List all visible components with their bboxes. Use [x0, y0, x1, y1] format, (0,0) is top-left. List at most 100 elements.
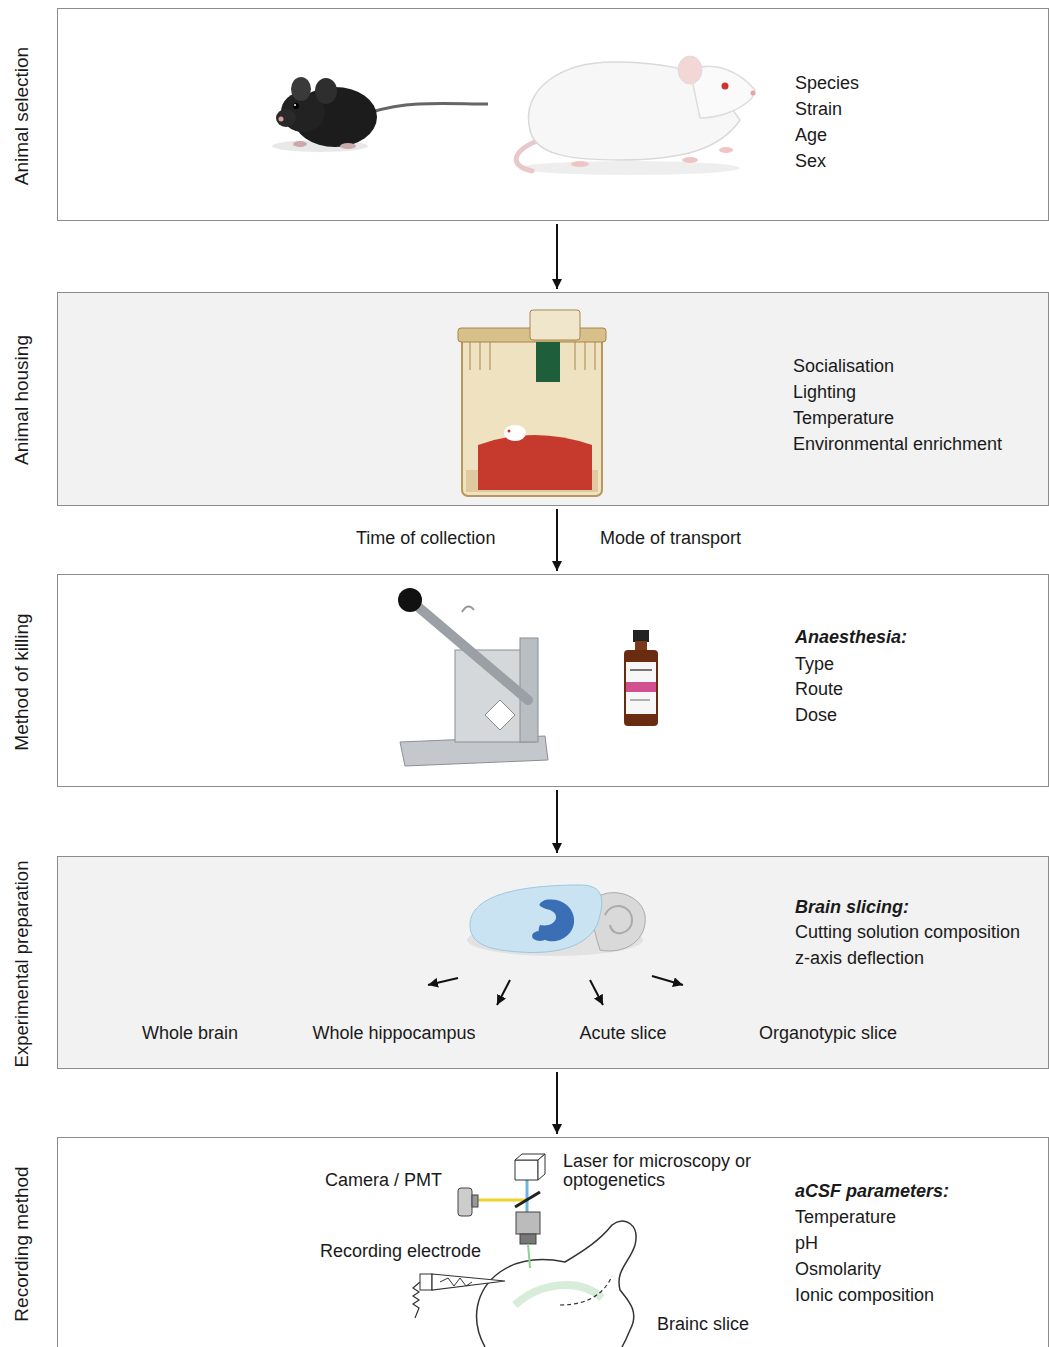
recording-illustration	[515, 1160, 538, 1180]
brain-illustration	[467, 885, 645, 956]
cage-illustration	[462, 334, 602, 496]
anaesthetic-bottle	[630, 699, 650, 701]
preparation-arrows	[428, 976, 683, 1005]
mouse-illustration	[293, 103, 299, 109]
cage-illustration	[536, 342, 560, 382]
mouse-illustration	[291, 77, 311, 101]
transition-note: Time of collection	[356, 529, 495, 548]
mouse-illustration	[276, 109, 296, 127]
anaesthetic-bottle	[630, 669, 652, 671]
rat-illustration	[516, 140, 540, 171]
panel-fill	[57, 292, 1049, 506]
preparation-option: Organotypic slice	[759, 1022, 897, 1044]
preparation-arrows	[497, 980, 510, 1005]
recording-illustration	[560, 1276, 612, 1305]
stage-band: Experimental preparationBrain slicing:Cu…	[57, 856, 1049, 1069]
guillotine-illustration	[398, 588, 548, 766]
cage-illustration	[504, 425, 526, 441]
apparatus-label: Brainc slice	[657, 1315, 749, 1334]
anaesthetic-bottle	[626, 682, 656, 692]
flow-arrow	[556, 509, 558, 571]
cage-illustration	[470, 342, 471, 370]
apparatus-label: Laser for microscopy or optogenetics	[563, 1152, 753, 1190]
cage-illustration	[575, 342, 576, 370]
parameter-heading: aCSF parameters:	[795, 1180, 949, 1202]
parameter-item: Age	[795, 124, 827, 146]
rat-illustration	[719, 147, 733, 153]
mouse-illustration	[372, 103, 488, 112]
parameter-item: Environmental enrichment	[793, 433, 1002, 455]
cage-illustration	[478, 435, 592, 490]
recording-illustration	[420, 1274, 432, 1290]
parameter-item: Ionic composition	[795, 1284, 934, 1306]
apparatus-label: Recording electrode	[320, 1242, 481, 1261]
preparation-option: Whole brain	[142, 1022, 238, 1044]
parameter-item: Route	[795, 678, 843, 700]
anaesthetic-bottle	[635, 641, 647, 651]
parameter-heading: Anaesthesia:	[795, 626, 907, 648]
cage-illustration	[530, 310, 580, 340]
stage-title: Animal housing	[11, 335, 33, 465]
guillotine-illustration	[398, 588, 422, 612]
anaesthetic-bottle	[626, 662, 656, 714]
preparation-arrows	[428, 978, 458, 985]
rat-illustration	[520, 161, 740, 175]
preparation-arrows	[652, 976, 683, 985]
rat-illustration	[682, 157, 698, 163]
parameter-item: Temperature	[793, 407, 894, 429]
panel-fill	[57, 8, 1049, 221]
parameter-item: Species	[795, 72, 859, 94]
stage-band: Recording methodaCSF parameters:Temperat…	[57, 1137, 1049, 1347]
brain-illustration	[532, 931, 548, 941]
parameter-item: Osmolarity	[795, 1258, 881, 1280]
recording-illustration	[440, 1278, 472, 1286]
recording-illustration	[477, 1221, 636, 1347]
stage-title: Recording method	[11, 1166, 33, 1321]
recording-illustration	[526, 1180, 529, 1212]
parameter-item: pH	[795, 1232, 818, 1254]
mouse-illustration	[272, 77, 488, 152]
panel-fill	[57, 856, 1049, 1069]
parameter-item: z-axis deflection	[795, 947, 924, 969]
flow-arrow	[556, 224, 558, 289]
cage-illustration	[595, 342, 596, 370]
recording-illustration	[528, 1244, 530, 1268]
parameter-item: Lighting	[793, 381, 856, 403]
cage-illustration	[480, 342, 481, 370]
parameter-item: Temperature	[795, 1206, 896, 1228]
anaesthetic-bottle	[633, 630, 649, 642]
parameter-item: Type	[795, 653, 834, 675]
flow-arrow	[556, 1072, 558, 1134]
parameter-item: Strain	[795, 98, 842, 120]
rat-illustration	[571, 161, 589, 167]
recording-illustration	[458, 1188, 472, 1216]
panel-fills	[57, 8, 1049, 1347]
anaesthetic-bottle	[624, 650, 658, 726]
preparation-option: Whole hippocampus	[312, 1022, 475, 1044]
recording-illustration	[432, 1274, 505, 1290]
recording-illustration	[516, 1212, 540, 1234]
cage-illustration	[458, 310, 606, 496]
anaesthetic-bottle	[624, 630, 658, 726]
brain-illustration	[605, 906, 632, 933]
stage-title: Animal selection	[11, 46, 33, 184]
apparatus-label: Camera / PMT	[325, 1171, 442, 1190]
mouse-illustration	[279, 117, 284, 122]
recording-illustration	[515, 1285, 602, 1305]
cage-illustration	[490, 342, 491, 370]
guillotine-illustration	[410, 600, 528, 700]
preparation-option: Acute slice	[579, 1022, 666, 1044]
stage-band: Method of killingAnaesthesia:TypeRouteDo…	[57, 574, 1049, 787]
recording-illustration	[515, 1192, 540, 1207]
recording-illustration	[475, 1199, 527, 1202]
stage-band: Animal selectionSpeciesStrainAgeSex	[57, 8, 1049, 221]
parameter-item: Dose	[795, 704, 837, 726]
panel-fill	[57, 1137, 1049, 1347]
parameter-heading: Brain slicing:	[795, 896, 909, 918]
mouse-illustration	[293, 141, 307, 147]
preparation-arrows	[590, 980, 603, 1005]
mouse-illustration	[315, 78, 337, 104]
recording-illustration	[520, 1234, 536, 1244]
recording-illustration	[413, 1282, 420, 1318]
